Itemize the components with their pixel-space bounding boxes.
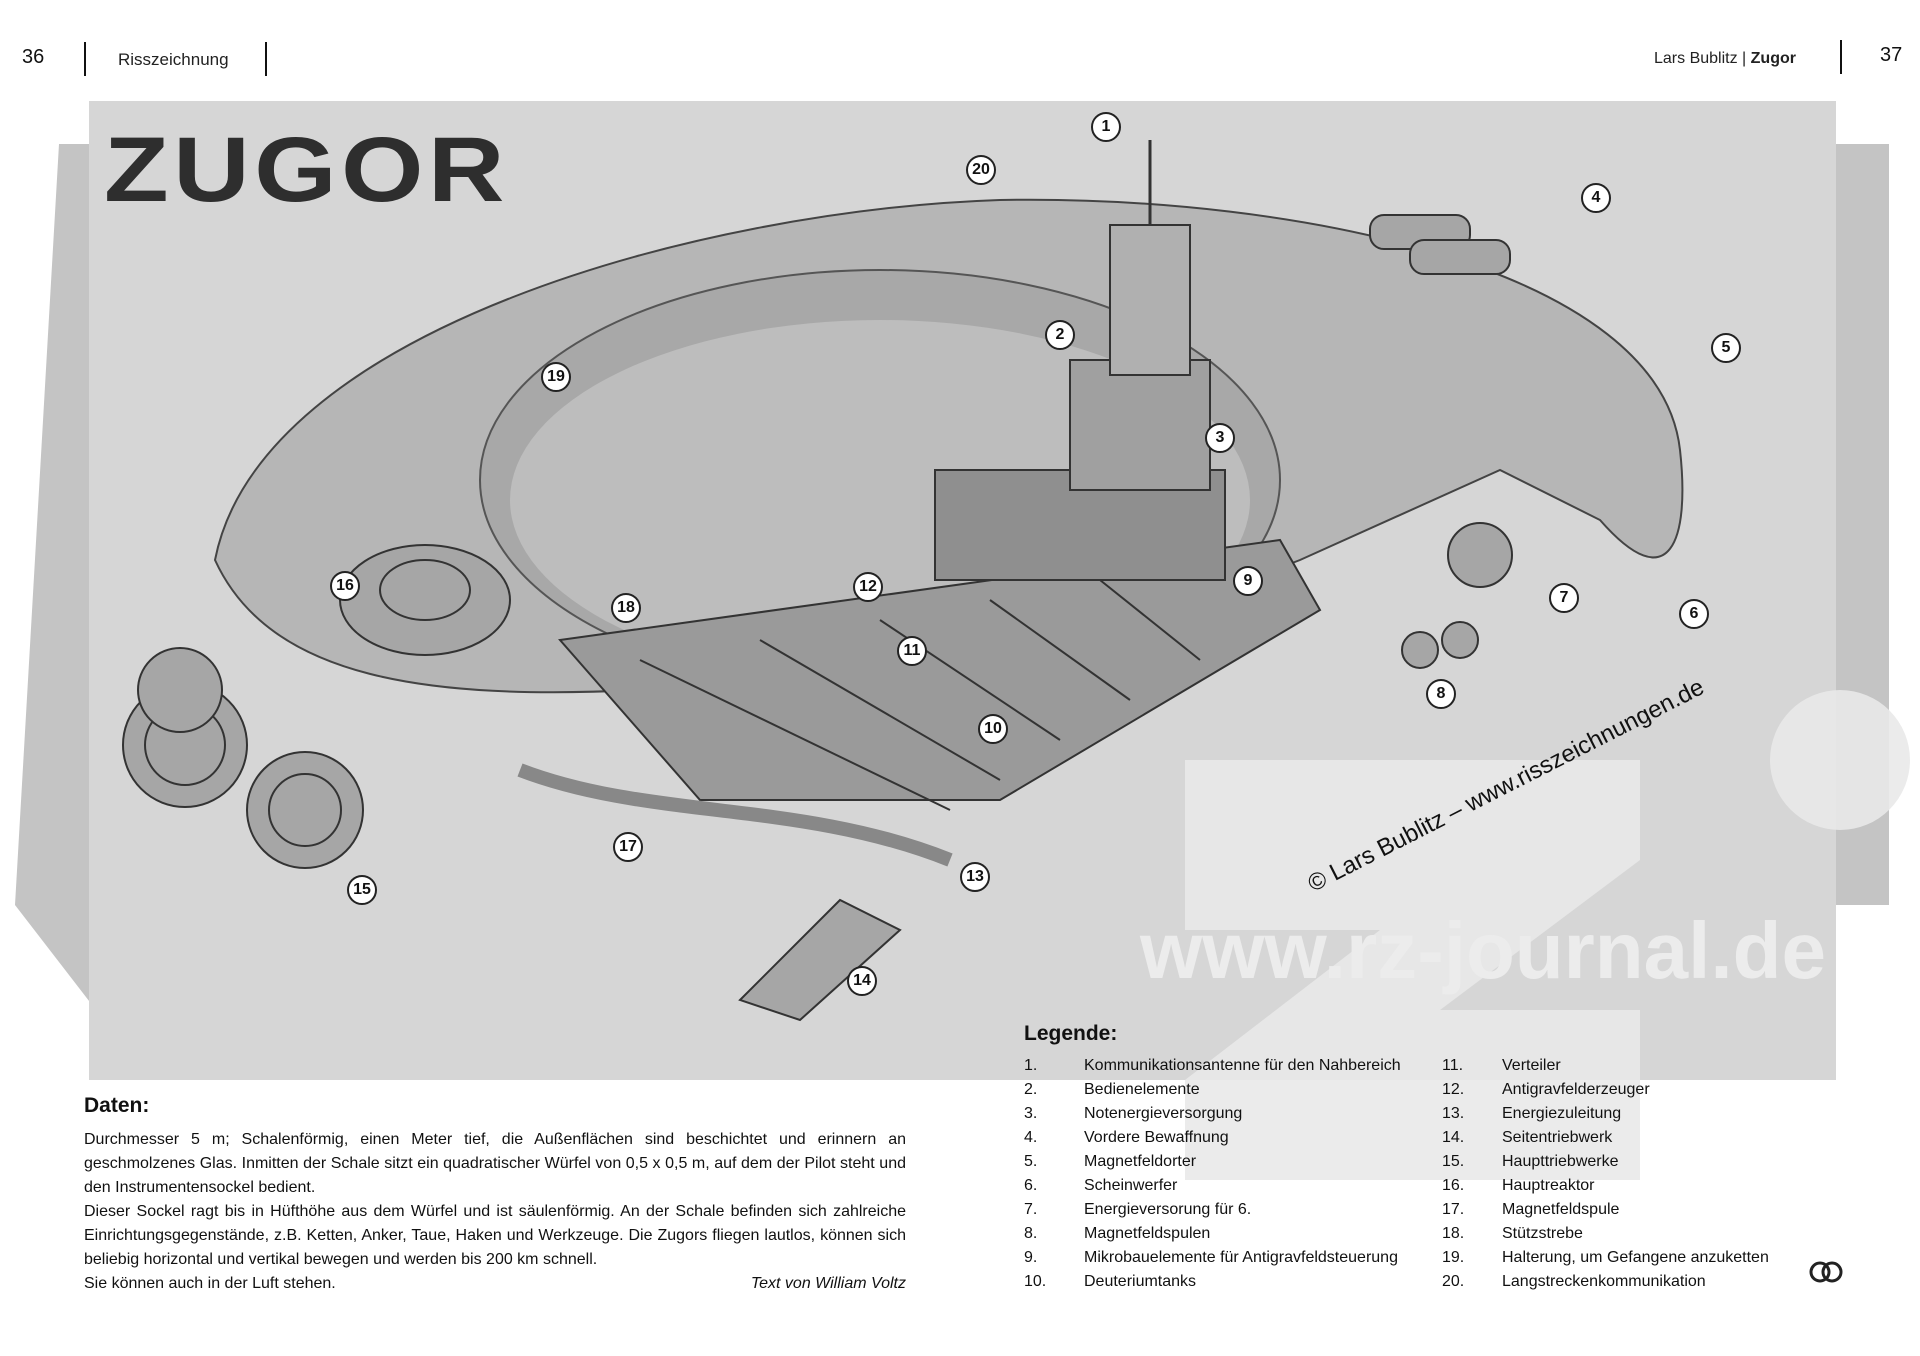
callout-13: 13 [960,862,990,892]
data-heading: Daten: [84,1094,150,1117]
header-divider [265,42,267,76]
legend-item-number: 3. [1024,1105,1038,1122]
legend-item-number: 9. [1024,1249,1038,1266]
legend-item-number: 16. [1442,1177,1465,1194]
legend-item-number: 10. [1024,1273,1047,1290]
legend-item-number: 13. [1442,1105,1465,1122]
engines [122,214,1513,1022]
right-page-number: 37 [1880,44,1903,66]
legend-item-label: Stützstrebe [1502,1225,1583,1242]
callout-7: 7 [1549,583,1579,613]
legend-item-label: Magnetfeldspule [1502,1201,1620,1218]
legend-item-number: 11. [1442,1057,1464,1074]
legend-item-number: 14. [1442,1129,1465,1146]
callout-10: 10 [978,714,1008,744]
legend-item-label: Haupttriebwerke [1502,1153,1619,1170]
callout-17: 17 [613,832,643,862]
text-author: Text von William Voltz [750,1275,906,1292]
legend-item-number: 8. [1024,1225,1038,1242]
callout-4: 4 [1581,183,1611,213]
legend-item-label: Antigravfelderzeuger [1502,1081,1650,1098]
legend-heading: Legende: [1024,1022,1118,1045]
legend-item-number: 17. [1442,1201,1465,1218]
callout-20: 20 [966,155,996,185]
rz-logo-watermark [1185,690,1910,1180]
legend-item-label: Kommunikationsantenne für den Nahbereich [1084,1057,1401,1074]
callout-9: 9 [1233,566,1263,596]
legend-item-label: Hauptreaktor [1502,1177,1595,1194]
legend-item-label: Vordere Bewaffnung [1084,1129,1229,1146]
watermark: www.rz-journal.de [1140,906,1826,995]
legend-item-number: 4. [1024,1129,1038,1146]
callout-2: 2 [1045,320,1075,350]
legend-item-number: 5. [1024,1153,1038,1170]
section-label: Risszeichnung [118,50,229,69]
left-page-number: 36 [22,46,45,68]
data-paragraph: Durchmesser 5 m; Schalenförmig, einen Me… [84,1131,906,1196]
legend-item-number: 2. [1024,1081,1038,1098]
legend-item-number: 20. [1442,1273,1465,1290]
data-paragraph: Sie können auch in der Luft stehen. Text … [84,1272,906,1296]
separator: | [1742,50,1747,67]
callout-12: 12 [853,572,883,602]
callout-1: 1 [1091,112,1121,142]
legend-item-label: Langstreckenkommunikation [1502,1273,1706,1290]
data-paragraph-text: Sie können auch in der Luft stehen. [84,1275,336,1292]
legend-item-label: Scheinwerfer [1084,1177,1178,1194]
callout-16: 16 [330,571,360,601]
callout-19: 19 [541,362,571,392]
author-label: Lars Bublitz [1654,50,1738,67]
callout-6: 6 [1679,599,1709,629]
legend-item-label: Magnetfeldspulen [1084,1225,1211,1242]
data-paragraph: Dieser Sockel ragt bis in Hüfthöhe aus d… [84,1203,906,1268]
legend-item-label: Halterung, um Gefangene anzuketten [1502,1249,1769,1266]
callout-11: 11 [897,636,927,666]
legend-item-number: 12. [1442,1081,1465,1098]
legend-labels-col1: Kommunikationsantenne für den Nahbereich… [1084,1054,1401,1294]
data-text: Durchmesser 5 m; Schalenförmig, einen Me… [84,1128,906,1296]
legend-item-label: Magnetfeldorter [1084,1153,1197,1170]
legend-item-number: 1. [1024,1057,1038,1074]
legend-item-number: 19. [1442,1249,1465,1266]
legend-item-label: Verteiler [1502,1057,1561,1074]
legend-item-number: 6. [1024,1177,1038,1194]
legend-item-number: 15. [1442,1153,1465,1170]
callout-14: 14 [847,966,877,996]
legend-item-label: Seitentriebwerk [1502,1129,1613,1146]
legend-item-label: Notenergieversorgung [1084,1105,1243,1122]
callout-3: 3 [1205,423,1235,453]
page-title: ZUGOR [104,119,510,221]
right-header: Lars Bublitz | Zugor [1654,50,1796,68]
legend-item-number: 7. [1024,1201,1038,1218]
callout-15: 15 [347,875,377,905]
legend-item-label: Bedienelemente [1084,1081,1200,1098]
rz-logo-icon [1809,1261,1843,1283]
article-title: Zugor [1750,50,1796,67]
tower [1109,224,1191,376]
callout-18: 18 [611,593,641,623]
legend-item-label: Energieversorung für 6. [1084,1201,1252,1218]
support-struts [639,579,1201,811]
callout-5: 5 [1711,333,1741,363]
header-divider [1840,40,1842,74]
header-divider [84,42,86,76]
zugor-diagram [122,140,1684,1022]
callout-8: 8 [1426,679,1456,709]
legend-item-number: 18. [1442,1225,1465,1242]
legend-numbers-col2: 11. 12. 13. 14. 15. 16. 17. 18. 19. 20. [1442,1054,1464,1294]
legend-item-label: Mikrobauelemente für Antigravfeldsteueru… [1084,1249,1398,1266]
tower-base [1069,359,1211,491]
legend-item-label: Energiezuleitung [1502,1105,1622,1122]
legend-numbers-col1: 1. 2. 3. 4. 5. 6. 7. 8. 9. 10. [1024,1054,1046,1294]
legend-item-label: Deuteriumtanks [1084,1273,1197,1290]
